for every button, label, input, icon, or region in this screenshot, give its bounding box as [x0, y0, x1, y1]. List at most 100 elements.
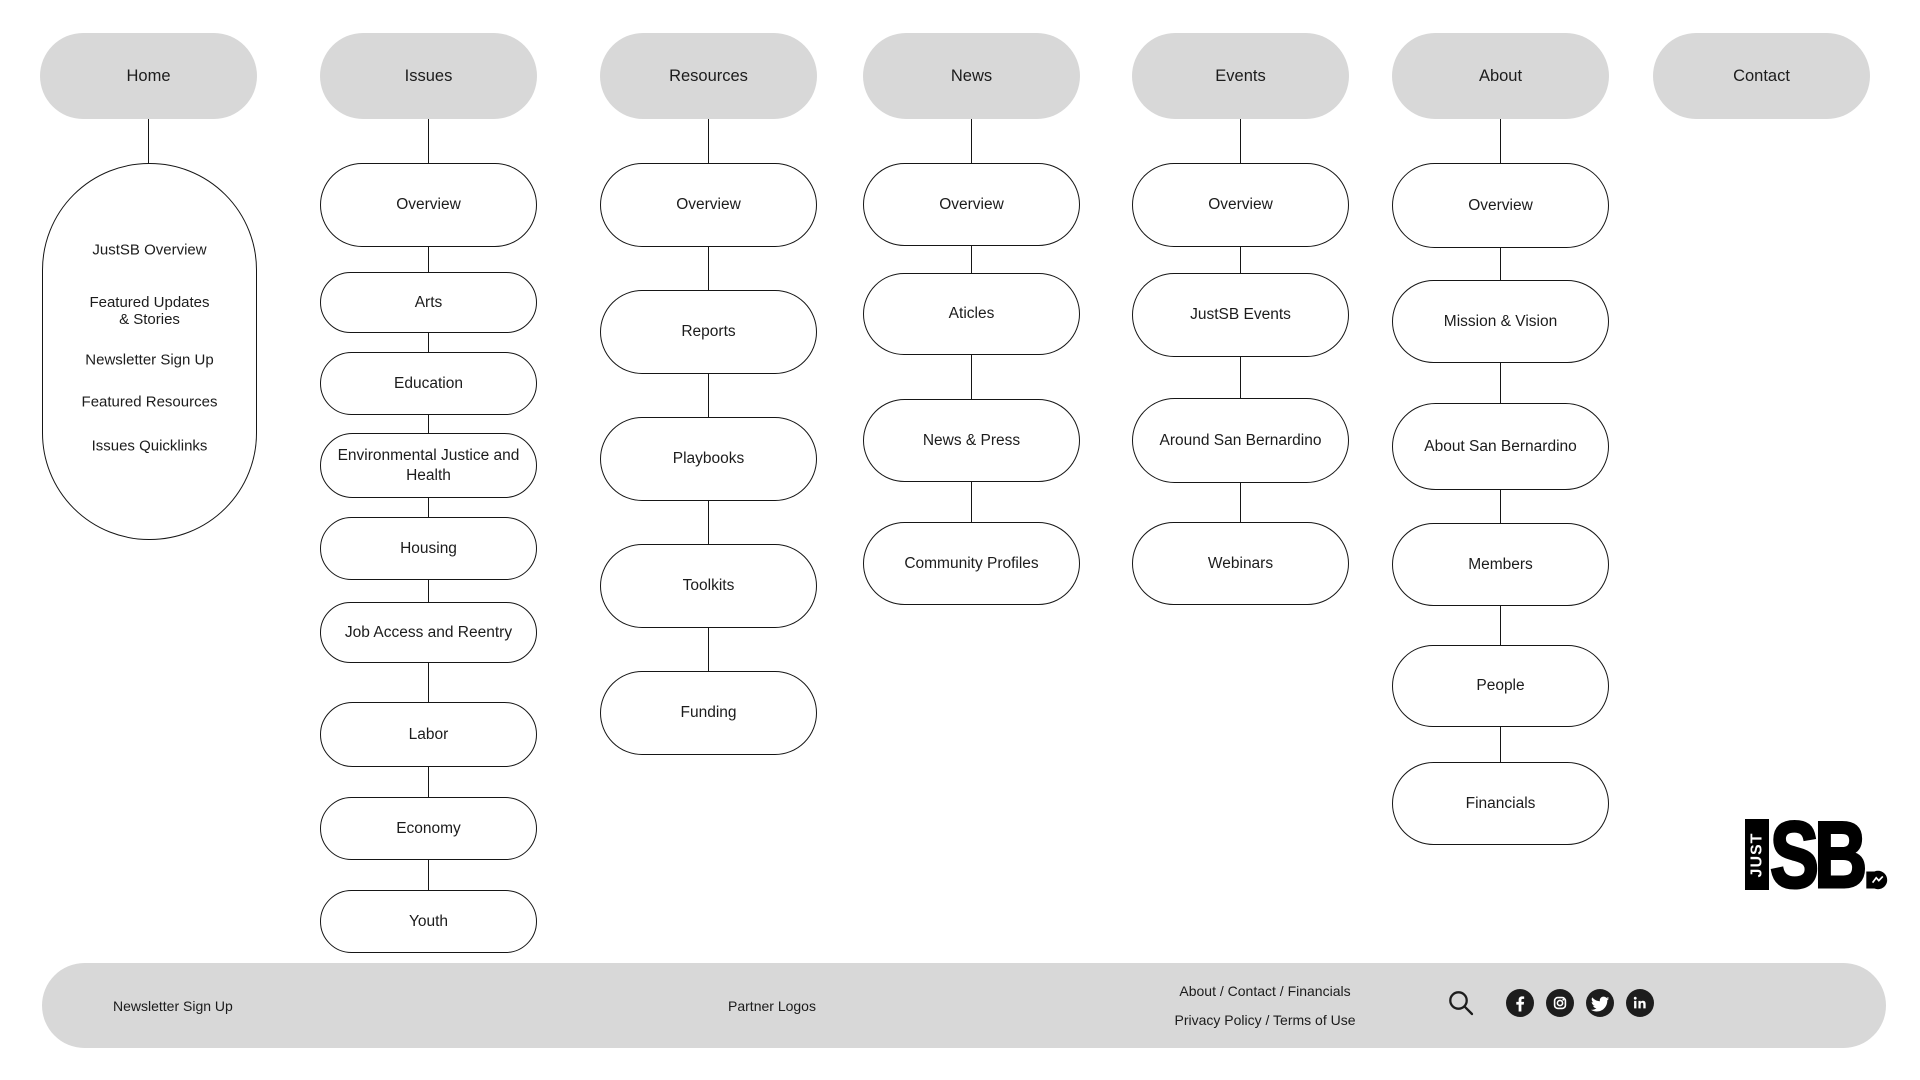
home-panel-item-featured-updates-stories[interactable]: Featured Updates & Stories [89, 293, 210, 328]
node-economy[interactable]: Economy [320, 797, 537, 860]
nav-pill-news[interactable]: News [863, 33, 1080, 119]
node-financials[interactable]: Financials [1392, 762, 1609, 845]
node-label: Overview [1208, 196, 1273, 214]
node-overview[interactable]: Overview [1132, 163, 1349, 247]
home-panel-item-justsb-overview[interactable]: JustSB Overview [92, 241, 207, 259]
connector-line [427, 860, 430, 890]
node-labor[interactable]: Labor [320, 702, 537, 767]
connector-line [970, 246, 973, 273]
search-icon[interactable] [1446, 988, 1476, 1018]
connector-line [1239, 483, 1242, 522]
logo-emblem-icon [1868, 870, 1888, 890]
connector-line [1239, 119, 1242, 163]
facebook-icon[interactable] [1506, 989, 1534, 1017]
instagram-icon[interactable] [1546, 989, 1574, 1017]
connector-line [1499, 727, 1502, 762]
node-label: Overview [939, 195, 1004, 213]
node-label: Reports [681, 323, 736, 341]
node-around-san-bernardino[interactable]: Around San Bernardino [1132, 398, 1349, 483]
node-housing[interactable]: Housing [320, 517, 537, 580]
node-mission-vision[interactable]: Mission & Vision [1392, 280, 1609, 363]
node-about-san-bernardino[interactable]: About San Bernardino [1392, 403, 1609, 490]
node-justsb-events[interactable]: JustSB Events [1132, 273, 1349, 357]
node-label: Funding [680, 704, 737, 722]
footer-links-about-contact-financials[interactable]: About / Contact / Financials [1179, 982, 1351, 999]
connector-line [147, 119, 150, 163]
connector-line [427, 767, 430, 797]
logo-just-block: JUST [1745, 819, 1769, 890]
nav-pill-label: Home [126, 66, 171, 85]
connector-line [1499, 248, 1502, 280]
footer-bar: Newsletter Sign Up Partner Logos About /… [42, 963, 1886, 1048]
node-label: Job Access and Reentry [344, 623, 513, 641]
node-label: Community Profiles [904, 554, 1039, 572]
node-label: Webinars [1207, 554, 1274, 572]
justsb-logo: JUST SB. [1742, 806, 1902, 903]
node-label: Environmental Justice and Health [337, 447, 520, 484]
node-label: Arts [414, 293, 443, 311]
connector-line [1499, 606, 1502, 645]
node-overview[interactable]: Overview [320, 163, 537, 247]
connector-line [707, 119, 710, 163]
node-label: Members [1468, 555, 1533, 573]
footer-links-privacy-terms[interactable]: Privacy Policy / Terms of Use [1174, 1011, 1356, 1028]
nav-pill-label: Issues [404, 66, 453, 85]
node-label: Economy [396, 819, 461, 837]
node-funding[interactable]: Funding [600, 671, 817, 755]
node-label: Aticles [948, 305, 995, 323]
connector-line [970, 119, 973, 163]
node-environmental-justice-and-health[interactable]: Environmental Justice and Health [320, 433, 537, 498]
nav-pill-events[interactable]: Events [1132, 33, 1349, 119]
node-overview[interactable]: Overview [863, 163, 1080, 246]
node-webinars[interactable]: Webinars [1132, 522, 1349, 605]
home-panel-item-featured-resources[interactable]: Featured Resources [81, 393, 218, 411]
node-label: Overview [396, 196, 461, 214]
home-panel-item-issues-quicklinks[interactable]: Issues Quicklinks [91, 437, 208, 455]
node-news-press[interactable]: News & Press [863, 399, 1080, 482]
node-toolkits[interactable]: Toolkits [600, 544, 817, 628]
footer-partner-logos-label: Partner Logos [728, 997, 816, 1014]
node-people[interactable]: People [1392, 645, 1609, 727]
node-community-profiles[interactable]: Community Profiles [863, 522, 1080, 605]
nav-pill-contact[interactable]: Contact [1653, 33, 1870, 119]
linkedin-icon[interactable] [1626, 989, 1654, 1017]
footer-newsletter-link[interactable]: Newsletter Sign Up [113, 997, 233, 1014]
nav-pill-resources[interactable]: Resources [600, 33, 817, 119]
connector-line [707, 247, 710, 290]
node-label: Mission & Vision [1443, 312, 1558, 330]
node-members[interactable]: Members [1392, 523, 1609, 606]
connector-line [1499, 363, 1502, 403]
node-aticles[interactable]: Aticles [863, 273, 1080, 355]
node-label: Overview [676, 196, 741, 214]
node-reports[interactable]: Reports [600, 290, 817, 374]
connector-line [1499, 490, 1502, 523]
connector-line [707, 501, 710, 544]
node-education[interactable]: Education [320, 352, 537, 415]
connector-line [970, 355, 973, 399]
node-youth[interactable]: Youth [320, 890, 537, 953]
connector-line [427, 498, 430, 517]
node-overview[interactable]: Overview [1392, 163, 1609, 248]
connector-line [1499, 119, 1502, 163]
nav-pill-home[interactable]: Home [40, 33, 257, 119]
connector-line [427, 247, 430, 272]
nav-pill-label: Contact [1733, 66, 1790, 85]
nav-pill-issues[interactable]: Issues [320, 33, 537, 119]
node-job-access-and-reentry[interactable]: Job Access and Reentry [320, 602, 537, 663]
node-label: People [1476, 677, 1525, 695]
connector-line [1239, 247, 1242, 273]
logo-just-text: JUST [1748, 832, 1765, 877]
node-playbooks[interactable]: Playbooks [600, 417, 817, 501]
home-panel-item-newsletter-sign-up[interactable]: Newsletter Sign Up [85, 351, 214, 369]
node-overview[interactable]: Overview [600, 163, 817, 247]
nav-pill-about[interactable]: About [1392, 33, 1609, 119]
connector-line [427, 333, 430, 352]
connector-line [427, 580, 430, 602]
node-label: Financials [1465, 794, 1536, 812]
connector-line [1239, 357, 1242, 398]
node-arts[interactable]: Arts [320, 272, 537, 333]
connector-line [707, 628, 710, 671]
twitter-icon[interactable] [1586, 989, 1614, 1017]
node-label: Around San Bernardino [1159, 431, 1322, 449]
